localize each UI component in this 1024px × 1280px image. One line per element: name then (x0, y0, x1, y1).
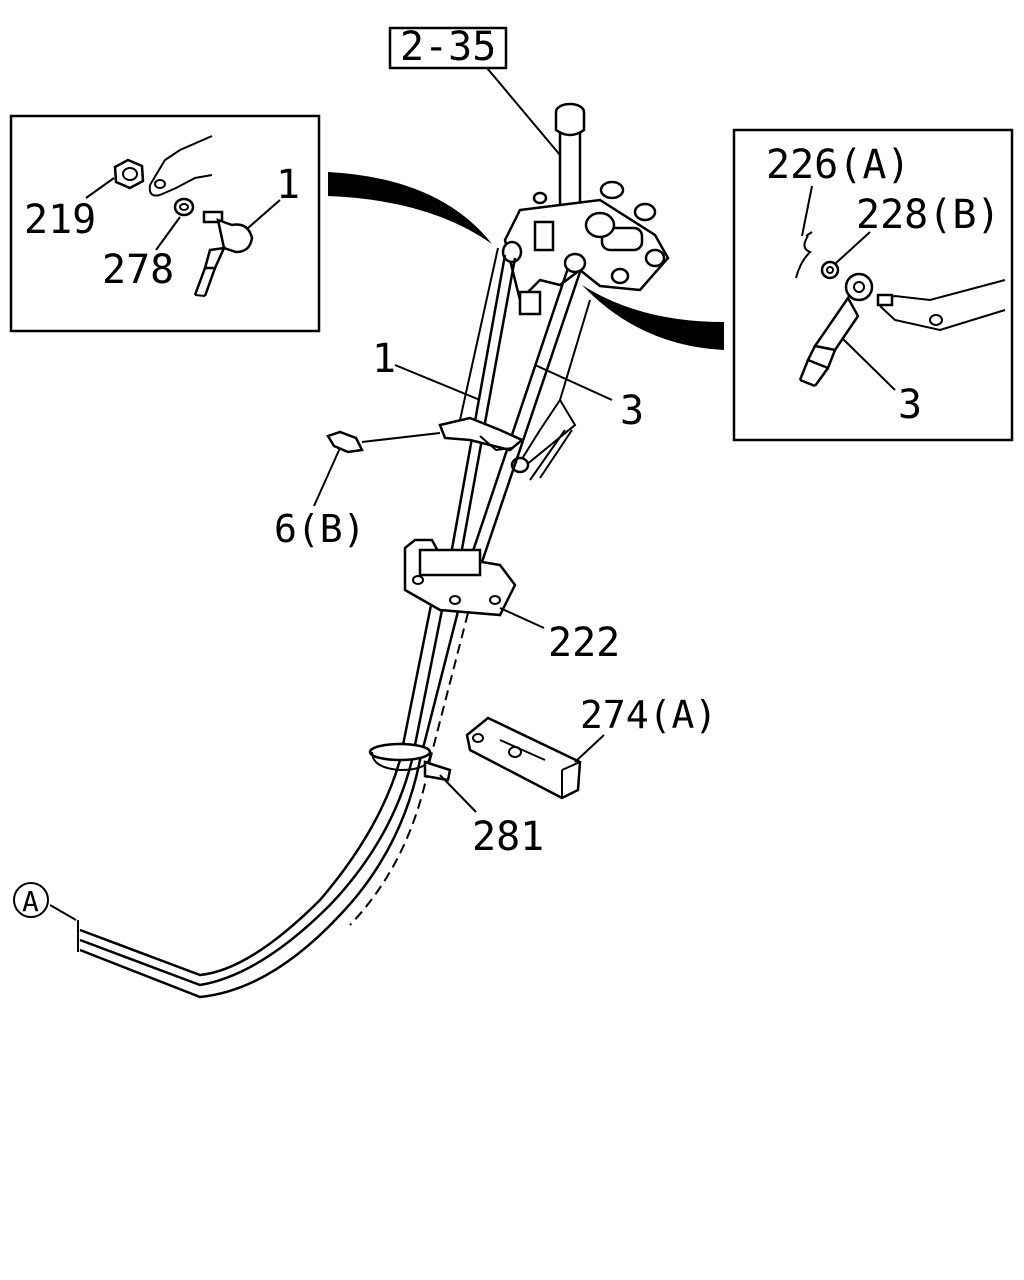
cable-3[interactable] (79, 267, 582, 999)
detail-box-right: 226(A) 228(B) 3 (732, 128, 1014, 442)
callout-wedge-right (582, 285, 724, 350)
label-3: 3 (620, 388, 644, 434)
shift-lever-assembly[interactable] (459, 102, 670, 481)
detail-box-left: 219 278 1 (9, 114, 321, 333)
label-278: 278 (102, 247, 174, 293)
callout-wedge-left (328, 172, 492, 244)
label-3-detail: 3 (898, 382, 922, 428)
reference-box-2-35[interactable]: 2-35 (388, 24, 508, 70)
label-228b: 228(B) (856, 192, 1001, 238)
washer-228-icon[interactable] (820, 260, 840, 280)
leader-2-35 (486, 67, 561, 156)
label-274a: 274(A) (580, 693, 717, 737)
clip-6b-loose-icon[interactable] (326, 430, 364, 454)
reference-marker-a[interactable]: A (13, 882, 49, 918)
clamp-274a-icon[interactable] (465, 716, 582, 800)
label-219: 219 (24, 197, 96, 243)
nut-219-icon[interactable] (113, 158, 145, 190)
clip-226-icon[interactable] (795, 231, 813, 279)
ball-joint-3-icon[interactable] (798, 272, 874, 388)
label-222: 222 (548, 620, 620, 666)
label-1: 1 (372, 336, 396, 382)
label-6b: 6(B) (274, 507, 366, 551)
ball-joint-1-icon[interactable] (193, 210, 254, 297)
tie-281[interactable] (368, 742, 452, 782)
bracket-222[interactable] (403, 538, 517, 617)
label-281: 281 (472, 814, 544, 860)
washer-278-icon[interactable] (173, 197, 195, 217)
marker-a-label: A (22, 885, 39, 918)
label-226a: 226(A) (766, 142, 911, 188)
reference-label: 2-35 (400, 24, 496, 70)
clip-6b[interactable] (438, 416, 525, 452)
cable-1[interactable] (79, 254, 517, 987)
